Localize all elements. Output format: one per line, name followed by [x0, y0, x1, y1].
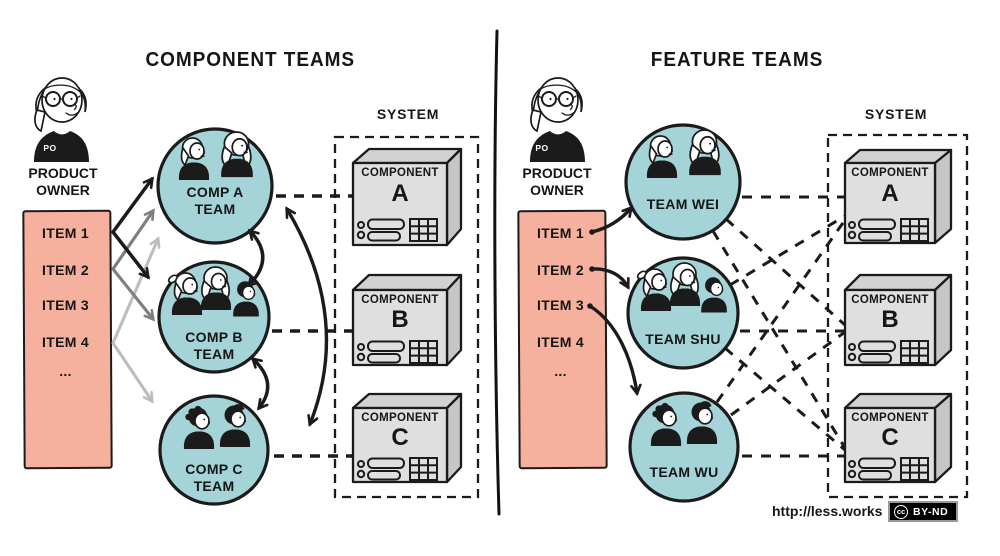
backlog-item-more: ...	[554, 363, 567, 379]
component-a-box-right	[843, 148, 953, 245]
team-name-line1: COMP C	[185, 461, 243, 477]
component-c-title: COMPONENT	[361, 412, 439, 424]
team-name-line2: TEAM	[193, 346, 235, 362]
team-shu-label: TEAM SHU	[645, 331, 721, 347]
source-url: http://less.works	[772, 503, 883, 519]
product-owner-line2: OWNER	[36, 182, 90, 198]
item-to-team-arrows-right	[587, 205, 642, 397]
component-a-letter: A	[881, 180, 899, 207]
component-a-letter: A	[391, 180, 409, 207]
product-owner-label-right: PRODUCT OWNER	[507, 165, 607, 199]
component-b-letter: B	[881, 306, 899, 333]
backlog-item: ITEM 3	[537, 297, 584, 313]
team-component-links-right	[711, 195, 847, 458]
team-name-line1: COMP B	[185, 329, 243, 345]
backlog-item: ITEM 2	[537, 262, 584, 278]
comp-a-team-label: COMP A TEAM	[165, 184, 265, 218]
team-name-line2: TEAM	[193, 478, 235, 494]
component-c-box-left	[351, 392, 463, 484]
comp-c-team-label: COMP C TEAM	[164, 461, 264, 495]
po-badge-left: PO	[43, 143, 57, 153]
product-owner-line2: OWNER	[530, 182, 584, 198]
po-badge-right: PO	[535, 143, 549, 153]
left-panel-title: COMPONENT TEAMS	[145, 49, 356, 71]
system-label-right: SYSTEM	[864, 106, 928, 122]
team-wu-circle	[628, 391, 740, 503]
backlog-item: ITEM 3	[42, 297, 89, 313]
backlog-item: ITEM 2	[42, 262, 89, 278]
component-b-box-right	[843, 273, 953, 367]
system-boundary-right	[826, 133, 969, 499]
panel-divider-line	[493, 29, 501, 516]
right-panel-title: FEATURE TEAMS	[650, 49, 824, 71]
comp-b-team-label: COMP B TEAM	[164, 329, 264, 363]
team-name-line2: TEAM	[194, 201, 236, 217]
backlog-item: ITEM 4	[537, 334, 584, 350]
item-to-team-arrows-left	[111, 176, 161, 404]
product-owner-line1: PRODUCT	[28, 165, 98, 181]
component-b-title: COMPONENT	[851, 294, 929, 306]
product-owner-line1: PRODUCT	[522, 165, 592, 181]
team-wu-label: TEAM WU	[649, 464, 719, 480]
component-b-letter: B	[391, 306, 409, 333]
component-c-letter: C	[881, 424, 899, 451]
cc-icon: cc	[894, 504, 908, 519]
component-a-title: COMPONENT	[361, 167, 439, 179]
component-c-title: COMPONENT	[851, 412, 929, 424]
component-a-title: COMPONENT	[851, 167, 929, 179]
component-c-box-right	[843, 392, 953, 484]
system-boundary-left	[333, 135, 480, 499]
backlog-item: ITEM 4	[42, 334, 89, 350]
team-component-links-left	[272, 194, 352, 458]
component-b-title: COMPONENT	[361, 294, 439, 306]
component-a-box-left	[351, 147, 463, 247]
component-c-letter: C	[391, 424, 409, 451]
cc-license-label: BY-ND	[913, 505, 949, 518]
backlog-item: ITEM 1	[42, 225, 89, 241]
team-name-line1: COMP A	[186, 184, 244, 200]
backlog-item: ITEM 1	[537, 225, 584, 241]
team-wei-label: TEAM WEI	[646, 196, 720, 212]
product-owner-label-left: PRODUCT OWNER	[13, 165, 113, 199]
team-coordination-arrows	[246, 206, 329, 427]
system-label-left: SYSTEM	[376, 106, 440, 122]
component-b-box-left	[351, 273, 463, 367]
cc-license-badge: cc BY-ND	[888, 501, 959, 522]
backlog-item-more: ...	[59, 363, 72, 379]
team-wei-circle	[624, 123, 742, 241]
